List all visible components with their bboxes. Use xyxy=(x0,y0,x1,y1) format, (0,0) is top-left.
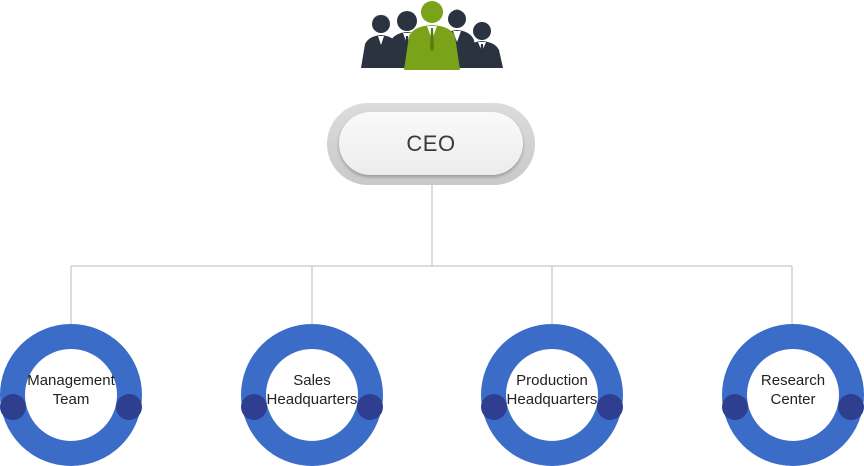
ring-knob-right xyxy=(838,394,864,420)
department-label-line-1: Sales xyxy=(293,372,331,389)
department-node-management-team: Management Team xyxy=(0,324,142,466)
ring-knob-left xyxy=(0,394,26,420)
team-people-icon xyxy=(361,1,503,70)
department-label: Research Center xyxy=(722,339,864,441)
department-label-line-1: Management xyxy=(27,372,115,389)
department-node-sales-headquarters: Sales Headquarters xyxy=(241,324,383,466)
department-node-research-center: Research Center xyxy=(722,324,864,466)
ring-knob-left xyxy=(481,394,507,420)
department-label: Sales Headquarters xyxy=(241,339,383,441)
ring-knob-right xyxy=(597,394,623,420)
department-label-line-1: Production xyxy=(516,372,588,389)
department-label: Production Headquarters xyxy=(481,339,623,441)
department-node-production-headquarters: Production Headquarters xyxy=(481,324,623,466)
ring-knob-right xyxy=(116,394,142,420)
department-label: Management Team xyxy=(0,339,142,441)
department-label-line-2: Headquarters xyxy=(266,391,358,408)
ceo-node: CEO xyxy=(339,112,523,175)
department-label-line-2: Team xyxy=(52,391,90,408)
department-label-line-2: Headquarters xyxy=(506,391,598,408)
department-label-line-2: Center xyxy=(770,391,816,408)
ring-knob-right xyxy=(357,394,383,420)
ceo-label: CEO xyxy=(406,130,456,156)
department-label-line-1: Research xyxy=(760,372,826,389)
ring-knob-left xyxy=(241,394,267,420)
ring-knob-left xyxy=(722,394,748,420)
